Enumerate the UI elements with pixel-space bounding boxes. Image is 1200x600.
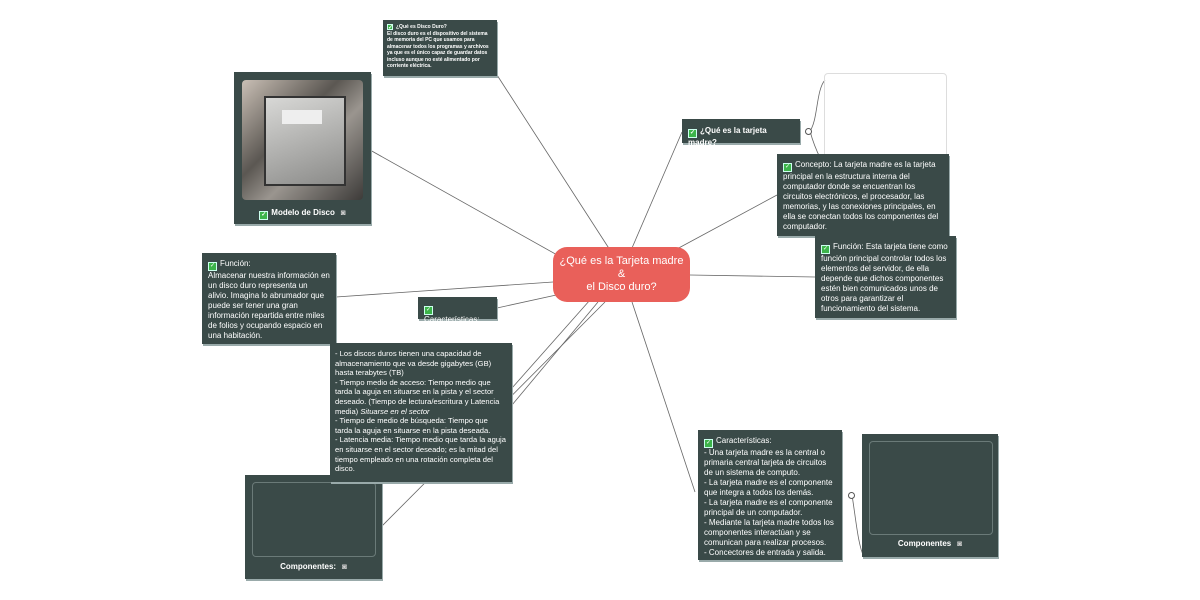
caracteristicas-disco-label: Características: [424,315,480,324]
detalle-line: - Tiempo de medio de búsqueda: Tiempo qu… [335,416,491,435]
check-icon: ✓ [208,262,217,271]
camera-icon: ◙ [342,562,347,571]
image-placeholder [252,482,376,557]
check-icon: ✓ [821,245,830,254]
concepto-text: Concepto: La tarjeta madre es la tarjeta… [783,160,939,231]
central-topic[interactable]: ¿Qué es la Tarjeta madre & el Disco duro… [553,247,690,302]
caracteristica-line: - La tarjeta madre es el componente que … [704,478,833,497]
tarjeta-label: ¿Qué es la tarjeta madre? [688,126,767,147]
check-icon: ✓ [424,306,433,315]
componentes-tarjeta-label: Componentes [897,539,952,548]
collapse-toggle[interactable] [848,492,855,499]
caracteristicas-disco-node[interactable]: ✓Características: [418,297,497,324]
collapse-toggle[interactable] [805,128,812,135]
camera-icon: ◙ [957,539,963,548]
caracteristica-line: - Mediante la tarjeta madre todos los co… [704,518,834,547]
detalles-disco-node[interactable]: - Los discos duros tienen una capacidad … [330,343,512,482]
caracteristica-line: - Concectores de entrada y salida. [704,548,826,557]
funcion-tarjeta-text: Función: Esta tarjeta tiene como función… [821,242,948,313]
image-placeholder [869,441,993,535]
componentes-tarjeta-node[interactable]: Componentes ◙ [862,434,998,557]
caracteristicas-tarjeta-node[interactable]: ✓Características: - Una tarjeta madre es… [698,430,842,560]
disco-duro-title: ¿Qué es Disco Duro? [396,24,447,30]
disco-duro-text: El disco duro es el dispositivo del sist… [387,30,489,70]
check-icon: ✓ [387,24,394,31]
funcion-tarjeta-node[interactable]: ✓Función: Esta tarjeta tiene como funció… [815,236,956,318]
concepto-node[interactable]: ✓Concepto: La tarjeta madre es la tarjet… [777,154,949,236]
detalle-line: - Los discos duros tienen una capacidad … [335,349,492,378]
check-icon: ✓ [259,211,269,220]
caracteristica-line: - Una tarjeta madre es la central o prim… [704,448,827,477]
detalle-line: - Tiempo medio de acceso: Tiempo medio q… [335,377,500,416]
check-icon: ✓ [783,163,792,172]
modelo-label: Modelo de Disco [271,208,335,217]
funcion-disco-text: Almacenar nuestra información en un disc… [208,271,330,340]
check-icon: ✓ [688,129,697,138]
componentes-disco-label: Componentes: [280,562,337,571]
modelo-disco-node[interactable]: ✓Modelo de Disco ◙ [234,72,371,224]
detalle-line: - Latencia media: Tiempo medio que tarda… [335,435,506,474]
componentes-disco-node[interactable]: Componentes: ◙ [245,475,382,579]
tarjeta-madre-node[interactable]: ✓¿Qué es la tarjeta madre? [682,119,800,147]
hard-disk-image [242,80,363,200]
check-icon: ✓ [704,439,713,448]
caracteristica-line: - La tarjeta madre es el componente prin… [704,498,833,517]
caracteristicas-tarjeta-title: Características: [716,436,772,445]
funcion-disco-node[interactable]: ✓Función: Almacenar nuestra información … [202,253,336,344]
camera-icon: ◙ [340,208,346,217]
disco-duro-note[interactable]: ✓¿Qué es Disco Duro? El disco duro es el… [383,20,497,76]
detalle-italic: Situarse en el sector [360,406,430,416]
funcion-disco-title: Función: [220,259,251,268]
